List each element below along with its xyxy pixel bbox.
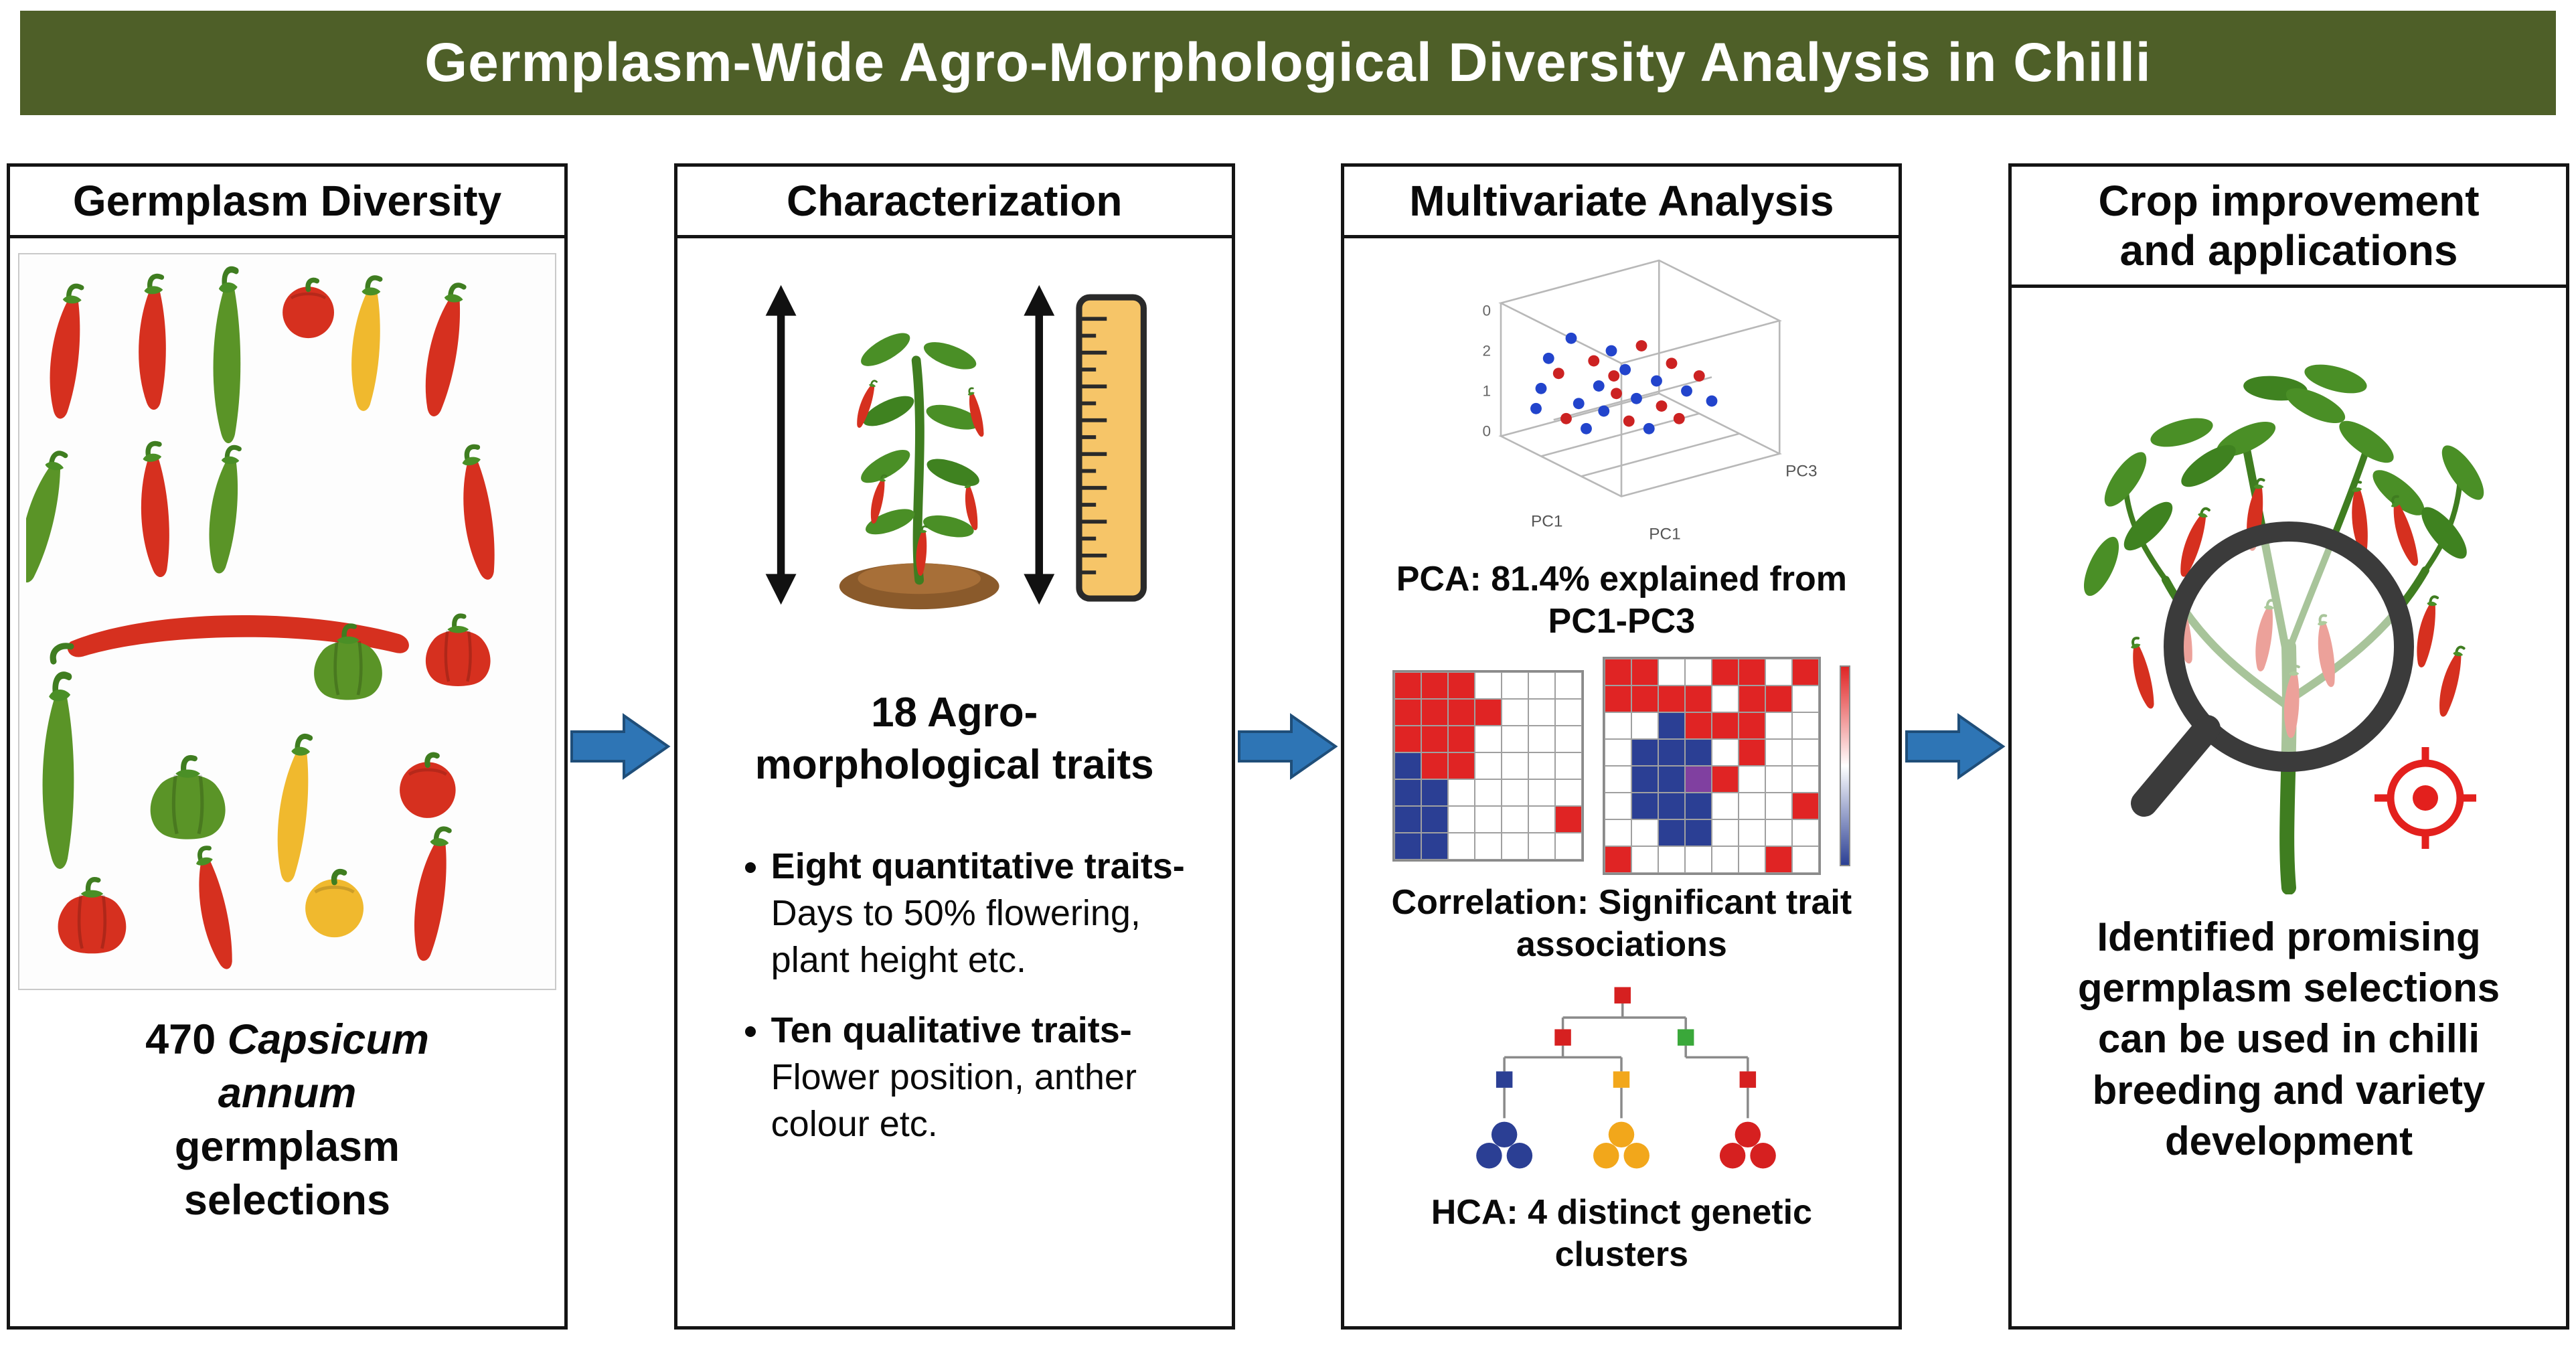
bullet-quantitative-traits: Eight quantitative traits- Days to 50% f… [771,843,1196,984]
pca-3d-scatter-svg: 0 2 1 0 PC1 PC1 PC3 [1483,259,1818,544]
main-title: Germplasm-Wide Agro-Morphological Divers… [424,32,2152,93]
panel-characterization-title: Characterization [786,177,1123,225]
traits-list: Eight quantitative traits- Days to 50% f… [714,843,1196,1170]
panels-row: Germplasm Diversity [0,163,2576,1330]
chilli-peppers-illustration [18,253,556,990]
target-icon [2374,747,2477,849]
pca-3d-scatter-figure: 0 2 1 0 PC1 PC1 PC3 [1421,238,1822,552]
germplasm-species: Capsicum annum [218,1016,429,1117]
germplasm-count: 470 [145,1016,228,1063]
panel-multivariate-header: Multivariate Analysis [1344,167,1899,238]
long-horizontal-chilli [67,615,409,657]
plant-measurement-svg [765,285,1147,610]
pca-tick: 1 [1483,383,1492,400]
bullet-qualitative-text: Flower position, anther colour etc. [771,1056,1137,1144]
panel-improvement-body: Identified promising germplasm selection… [2012,288,2566,1326]
pca-axis-label-x: PC1 [1531,513,1562,531]
hca-dendrogram-svg [1476,987,1777,1169]
hca-caption: HCA: 4 distinct genetic clusters [1431,1192,1812,1275]
correlation-caption: Correlation: Significant trait associati… [1391,882,1852,965]
germplasm-caption-rest: germplasm selections [174,1123,400,1224]
right-arrow-icon [1905,713,2006,780]
bullet-qualitative-label: Ten qualitative traits- [771,1010,1132,1050]
hca-dendrogram-figure [1434,967,1809,1185]
magnifier-icon [2131,522,2415,817]
pca-tick: 0 [1483,423,1492,440]
measured-plant [839,327,999,610]
heatmap-colorbar [1840,665,1851,866]
ruler-icon [1076,294,1147,602]
magnifier-handle [2131,715,2221,817]
pca-points [1530,332,1718,434]
pca-axis-label-y: PC1 [1649,525,1681,543]
cluster-red [1720,1121,1777,1169]
traits-title: 18 Agro- morphological traits [754,690,1154,788]
cluster-orange [1593,1121,1650,1169]
dendrogram-nodes [1496,987,1757,1088]
pca-axis-labels: PC1 PC1 PC3 [1531,463,1818,544]
panel-multivariate-body: 0 2 1 0 PC1 PC1 PC3 PCA: 81.4% expla [1344,238,1899,1326]
chilli-plant-magnifier-svg [2077,359,2492,894]
height-arrow-left-icon [765,285,797,605]
plant-measurement-icon [747,276,1162,629]
panel-multivariate-analysis: Multivariate Analysis [1341,163,1903,1330]
peppers-collage-svg [26,261,548,982]
germplasm-caption: 470 Capsicum annum germplasm selections [113,1013,461,1227]
correlation-heatmap-right [1603,656,1822,875]
flow-arrow-3 [1902,163,2008,1330]
pca-axes-frame [1498,259,1783,497]
panel-multivariate-title: Multivariate Analysis [1409,177,1834,225]
cluster-blue [1476,1121,1533,1169]
panel-germplasm-title: Germplasm Diversity [72,177,502,225]
flow-arrow-2 [1235,163,1342,1330]
correlation-heatmap-left [1392,669,1585,862]
panel-germplasm-header: Germplasm Diversity [10,167,564,238]
right-arrow-icon [1238,713,1338,780]
correlation-heatmaps [1392,656,1851,875]
flow-arrow-1 [568,163,674,1330]
panel-improvement-title: Crop improvement and applications [2098,177,2480,274]
bullet-quantitative-label: Eight quantitative traits- [771,846,1185,886]
chilli-plant-magnifier-illustration [2048,288,2530,894]
panel-characterization-body: 18 Agro- morphological traits Eight quan… [677,238,1232,1326]
title-banner: Germplasm-Wide Agro-Morphological Divers… [20,11,2556,115]
right-arrow-icon [570,713,671,780]
pca-axis-label-z: PC3 [1785,463,1817,481]
panel-characterization-header: Characterization [677,167,1232,238]
pca-tick-labels: 0 2 1 0 [1483,303,1492,440]
bullet-qualitative-traits: Ten qualitative traits- Flower position,… [771,1007,1196,1148]
panel-characterization: Characterization [673,163,1235,1330]
pca-tick: 2 [1483,343,1492,359]
panel-germplasm-body: 470 Capsicum annum germplasm selections [10,238,564,1326]
panel-germplasm-diversity: Germplasm Diversity [7,163,568,1330]
improvement-caption: Identified promising germplasm selection… [2077,914,2500,1164]
panel-improvement-header: Crop improvement and applications [2012,167,2567,288]
height-arrow-right-icon [1023,285,1054,605]
dendrogram-branches [1503,1003,1749,1119]
bullet-quantitative-text: Days to 50% flowering, plant height etc. [771,893,1141,981]
panel-crop-improvement: Crop improvement and applications [2008,163,2570,1330]
pca-tick: 0 [1483,303,1492,319]
pca-caption: PCA: 81.4% explained from PC1-PC3 [1396,560,1847,641]
